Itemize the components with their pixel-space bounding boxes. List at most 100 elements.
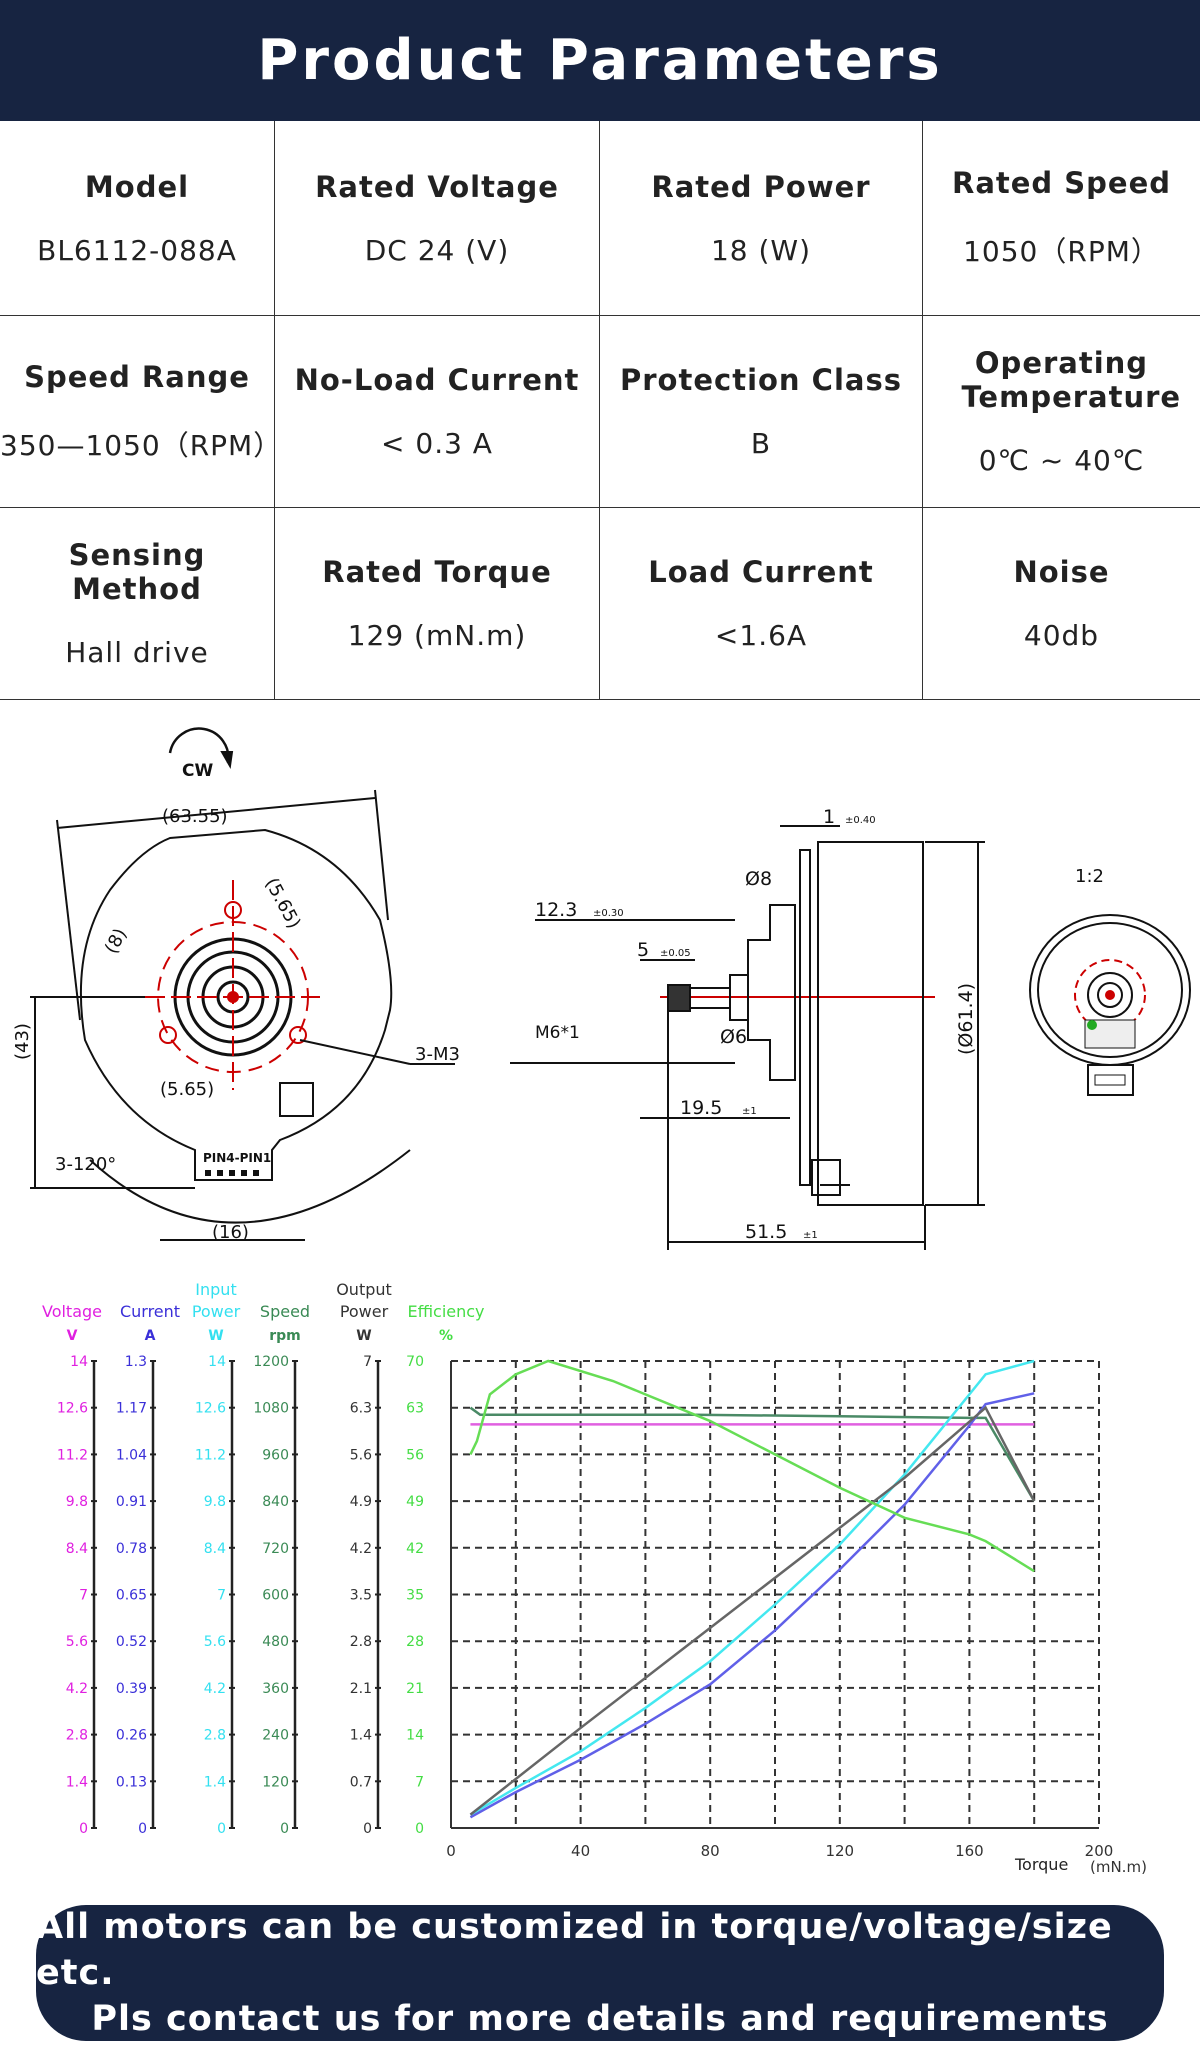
param-value: 40db (1023, 619, 1100, 652)
tick-label-output: 0 (363, 1821, 372, 1837)
tick-label-voltage: 2.8 (66, 1728, 88, 1744)
dim-19-5-tol: ±1 (742, 1106, 757, 1117)
param-label: Operating Temperature (961, 346, 1182, 414)
tick-label-input: 9.8 (204, 1494, 226, 1510)
dim-16: (16) (212, 1222, 249, 1243)
tick-label-voltage: 1.4 (66, 1774, 88, 1790)
param-label: Rated Voltage (315, 169, 559, 204)
tick-label-input: 2.8 (204, 1728, 226, 1744)
axis-unit-speed: rpm (269, 1328, 301, 1344)
tick-label-efficiency: 42 (406, 1541, 424, 1557)
tick-label-input: 1.4 (204, 1774, 226, 1790)
tick-label-output: 7 (363, 1354, 372, 1370)
tick-label-input: 8.4 (204, 1541, 226, 1557)
tick-label-efficiency: 63 (406, 1401, 424, 1417)
tick-label-current: 0.78 (116, 1541, 147, 1557)
tick-label-efficiency: 35 (406, 1588, 424, 1604)
tick-label-input: 0 (217, 1821, 226, 1837)
x-axis-unit: (mN.m) (1090, 1858, 1147, 1876)
width-dimension: (63.55) (162, 806, 228, 827)
param-value: Hall drive (65, 636, 209, 669)
length-51-5-tol: ±1 (803, 1230, 818, 1241)
param-label: Sensing Method (68, 538, 206, 606)
tick-label-voltage: 14 (70, 1354, 88, 1370)
tick-label-efficiency: 49 (406, 1494, 424, 1510)
tick-label-current: 0.91 (116, 1494, 147, 1510)
dim-12-3-tol: ±0.30 (593, 908, 624, 919)
tick-label-output: 2.8 (350, 1634, 372, 1650)
tick-label-output: 1.4 (350, 1728, 372, 1744)
param-label: No-Load Current (294, 363, 580, 397)
tick-label-input: 7 (217, 1588, 226, 1604)
tick-label-output: 5.6 (350, 1447, 372, 1463)
tick-label-efficiency: 70 (406, 1354, 424, 1370)
diameter-8: Ø8 (745, 868, 772, 890)
dim-19-5: 19.5 (680, 1097, 722, 1119)
tick-label-current: 1.17 (116, 1401, 147, 1417)
x-tick-label: 80 (701, 1842, 720, 1860)
param-value: B (750, 427, 772, 460)
x-tick-label: 160 (955, 1842, 984, 1860)
thread-label: M6*1 (535, 1023, 580, 1043)
param-value: 350—1050（RPM） (0, 428, 283, 462)
tick-label-efficiency: 56 (406, 1447, 424, 1463)
param-value: <1.6A (714, 619, 808, 652)
param-value: 0℃ ~ 40℃ (978, 444, 1145, 477)
axis-unit-voltage: V (67, 1328, 78, 1344)
tick-label-speed: 1080 (253, 1401, 289, 1417)
param-label: Protection Class (620, 363, 902, 397)
tick-label-current: 0.52 (116, 1634, 147, 1650)
tick-label-speed: 240 (262, 1728, 289, 1744)
axis-title-output: Output (336, 1280, 392, 1299)
tick-label-input: 11.2 (195, 1447, 226, 1463)
tick-label-speed: 720 (262, 1541, 289, 1557)
tick-label-output: 2.1 (350, 1681, 372, 1697)
customization-banner: All motors can be customized in torque/v… (36, 1905, 1164, 2041)
param-cell: Speed Range 350—1050（RPM） (0, 316, 283, 508)
tick-label-efficiency: 0 (415, 1821, 424, 1837)
param-value: BL6112-088A (37, 233, 237, 267)
param-cell: No-Load Current < 0.3 A (275, 316, 600, 508)
tick-label-voltage: 9.8 (66, 1494, 88, 1510)
tick-label-speed: 960 (262, 1447, 289, 1463)
tick-label-speed: 360 (262, 1681, 289, 1697)
axis-unit-efficiency: % (439, 1328, 453, 1344)
param-label: Speed Range (24, 359, 250, 394)
tick-label-current: 0.65 (116, 1588, 147, 1604)
tick-label-output: 4.2 (350, 1541, 372, 1557)
dim-1: 1 (823, 806, 835, 828)
dim-8: (8) (101, 925, 132, 957)
x-tick-label: 200 (1085, 1842, 1114, 1860)
tick-label-voltage: 12.6 (57, 1401, 88, 1417)
param-label: Model (84, 169, 190, 204)
tick-label-output: 0.7 (350, 1774, 372, 1790)
tick-label-speed: 600 (262, 1588, 289, 1604)
axis-unit-output: W (356, 1328, 371, 1344)
param-value: DC 24 (V) (364, 233, 510, 267)
tick-label-speed: 120 (262, 1774, 289, 1790)
param-label: Rated Power (651, 169, 871, 204)
dim-5: 5 (637, 939, 649, 961)
tick-label-voltage: 7 (79, 1588, 88, 1604)
page-title: Product Parameters (257, 28, 943, 93)
holes-label: 3-M3 (415, 1044, 460, 1065)
axis-title-input: Power (192, 1302, 241, 1321)
tick-label-output: 4.9 (350, 1494, 372, 1510)
param-value: 129 (mN.m) (347, 619, 527, 652)
x-tick-label: 0 (446, 1842, 456, 1860)
banner-line-2: Pls contact us for more details and requ… (91, 1999, 1109, 2039)
tick-label-current: 0 (138, 1821, 147, 1837)
x-tick-label: 40 (571, 1842, 590, 1860)
axis-unit-current: A (145, 1328, 156, 1344)
dim-5-tol: ±0.05 (660, 948, 691, 959)
param-value: < 0.3 A (381, 427, 493, 460)
side-view: (Ø61.4) 51.5 ±1 12.3 ±0.30 5 ±0.05 M6*1 … (510, 806, 985, 1250)
tick-label-efficiency: 21 (406, 1681, 424, 1697)
axis-title-speed: Speed (260, 1302, 310, 1321)
